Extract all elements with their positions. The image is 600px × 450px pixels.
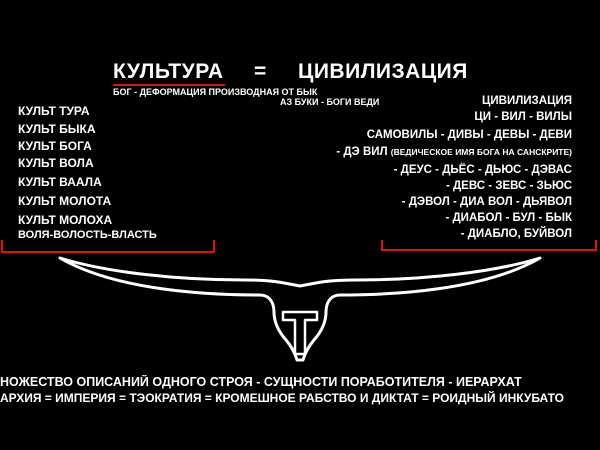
left-red-bracket xyxy=(1,240,215,253)
title-equals: = xyxy=(254,60,267,83)
left-item-7: КУЛЬТ МОЛОХА xyxy=(18,213,113,227)
title-underline xyxy=(113,84,225,86)
right-line-1: ЦИ - ВИЛ - ВИЛЫ xyxy=(474,111,572,123)
right-line-3: - ДЭ ВИЛ (ВЕДИЧЕСКОЕ ИМЯ БОГА НА САНСКРИ… xyxy=(336,146,572,158)
bottom-line-2: АРХИЯ = ИМПЕРИЯ = ТЭОКРАТИЯ = КРОМЕШНОЕ … xyxy=(0,391,564,405)
right-red-bracket xyxy=(381,240,597,251)
left-item-1: КУЛЬТ ТУРА xyxy=(18,104,90,118)
subtitle-2: АЗ БУКИ - БОГИ ВЕДИ xyxy=(280,97,380,107)
right-line-4: - ДЕУС - ДЬЁС - ДЬЮС - ДЭВАС xyxy=(393,164,572,176)
right-line-6: - ДЭВОЛ - ДИА ВОЛ - ДЬЯВОЛ xyxy=(401,196,572,208)
right-heading: ЦИВИЛИЗАЦИЯ xyxy=(481,95,572,107)
right-line-8: - ДИАБЛО, БУЙВОЛ xyxy=(460,228,572,240)
title-right: ЦИВИЛИЗАЦИЯ xyxy=(298,60,468,83)
left-item-6: КУЛЬТ МОЛОТА xyxy=(18,194,112,208)
left-item-2: КУЛЬТ БЫКА xyxy=(18,122,96,136)
left-item-4: КУЛЬТ ВОЛА xyxy=(18,156,94,170)
title-left: КУЛЬТУРА xyxy=(113,60,224,83)
bull-horns-icon xyxy=(58,256,542,362)
right-line-3-main: - ДЭ ВИЛ xyxy=(336,146,388,158)
subtitle-1: БОГ - ДЕФОРМАЦИЯ ПРОИЗВОДНАЯ ОТ БЫК xyxy=(113,87,318,97)
right-line-2: САМОВИЛЫ - ДИВЫ - ДЕВЫ - ДЕВИ xyxy=(366,129,572,141)
right-line-7: - ДИАБОЛ - БУЛ - БЫК xyxy=(445,212,572,224)
right-line-3-note: (ВЕДИЧЕСКОЕ ИМЯ БОГА НА САНСКРИТЕ) xyxy=(390,147,572,157)
left-item-8: ВОЛЯ-ВОЛОСТЬ-ВЛАСТЬ xyxy=(18,229,157,241)
left-item-3: КУЛЬТ БОГА xyxy=(18,139,92,153)
bottom-line-1: НОЖЕСТВО ОПИСАНИЙ ОДНОГО СТРОЯ - СУЩНОСТ… xyxy=(0,375,522,389)
right-line-5: - ДЕВС - ЗЕВС - ЗЬЮС xyxy=(445,180,572,192)
left-item-5: КУЛЬТ ВААЛА xyxy=(18,175,102,189)
